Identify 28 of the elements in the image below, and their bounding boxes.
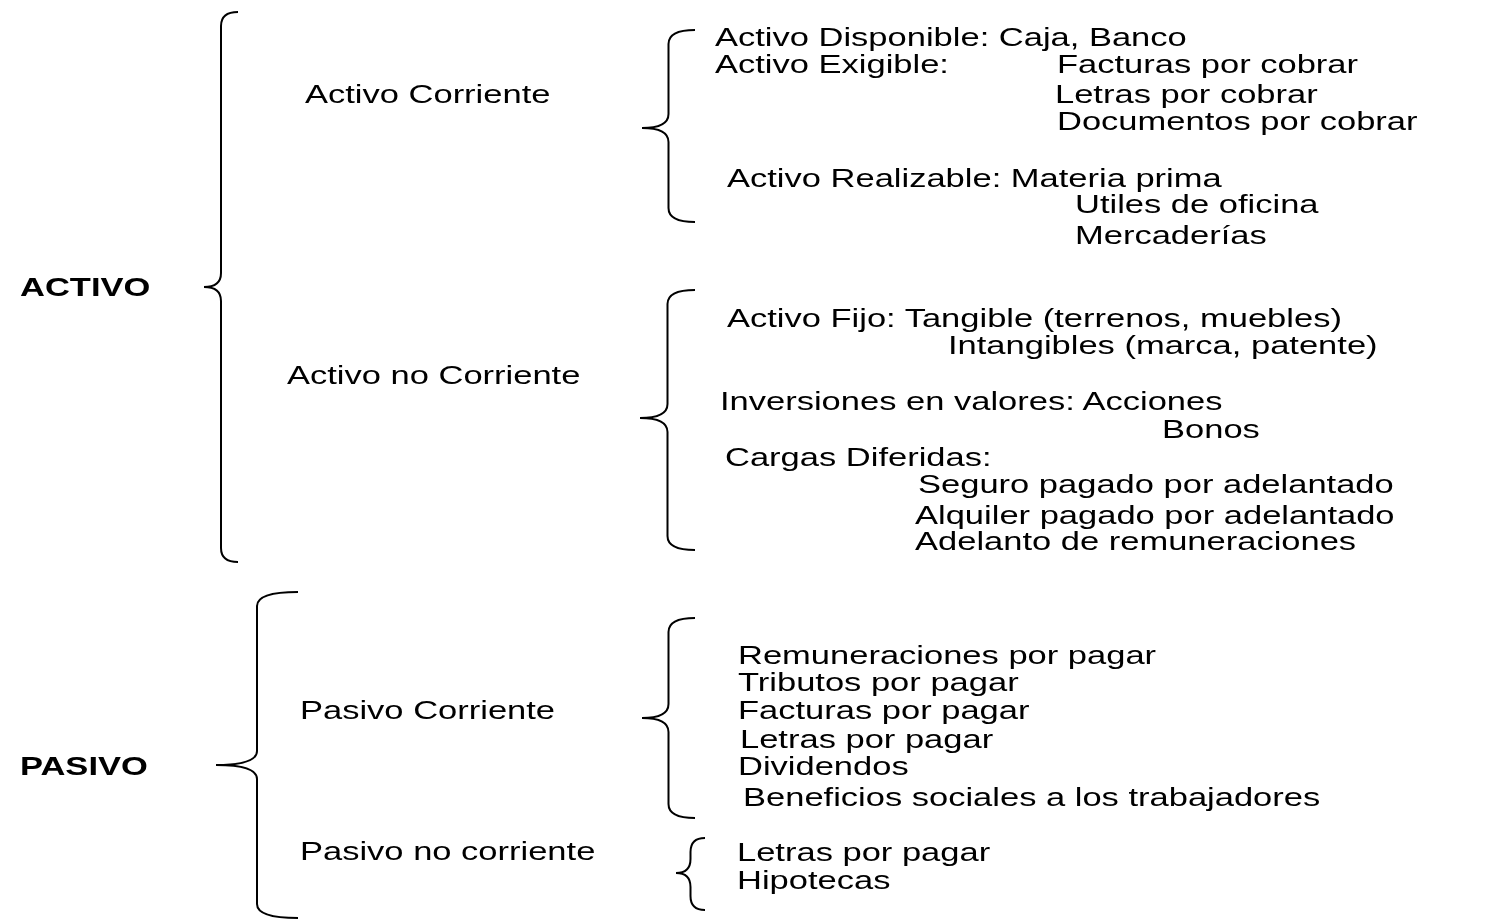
item-text: Intangibles (marca, patente) [948, 331, 1378, 359]
item-text: Activo Realizable: Materia prima [727, 164, 1222, 192]
item-text: Cargas Diferidas: [725, 443, 992, 471]
item-text: Activo Fijo: Tangible (terrenos, muebles) [727, 304, 1342, 332]
item-text: Beneficios sociales a los trabajadores [743, 783, 1321, 811]
category-label: Activo Corriente [305, 80, 551, 108]
item-text: Alquiler pagado por adelantado [915, 501, 1395, 529]
item-text: Seguro pagado por adelantado [918, 470, 1394, 498]
item-text: Remuneraciones por pagar [738, 641, 1157, 669]
item-text: Facturas por pagar [738, 696, 1030, 724]
category-label: Activo no Corriente [287, 361, 581, 389]
item-text: Letras por pagar [737, 838, 991, 866]
item-text: Letras por pagar [740, 725, 994, 753]
item-text: Facturas por cobrar [1057, 50, 1359, 78]
category-label: Pasivo Corriente [300, 696, 556, 724]
item-text: Letras por cobrar [1055, 80, 1318, 108]
item-text: Mercaderías [1075, 221, 1267, 249]
item-text: Tributos por pagar [738, 668, 1019, 696]
item-text: Activo Disponible: Caja, Banco [715, 23, 1187, 51]
item-text: Bonos [1162, 415, 1260, 443]
section-heading: ACTIVO [20, 273, 151, 301]
item-text: Inversiones en valores: Acciones [720, 387, 1223, 415]
item-text: Activo Exigible: [715, 50, 949, 78]
category-label: Pasivo no corriente [300, 837, 596, 865]
item-text: Dividendos [738, 752, 909, 780]
section-heading: PASIVO [20, 752, 148, 780]
item-text: Documentos por cobrar [1057, 107, 1418, 135]
item-text: Hipotecas [737, 866, 891, 894]
